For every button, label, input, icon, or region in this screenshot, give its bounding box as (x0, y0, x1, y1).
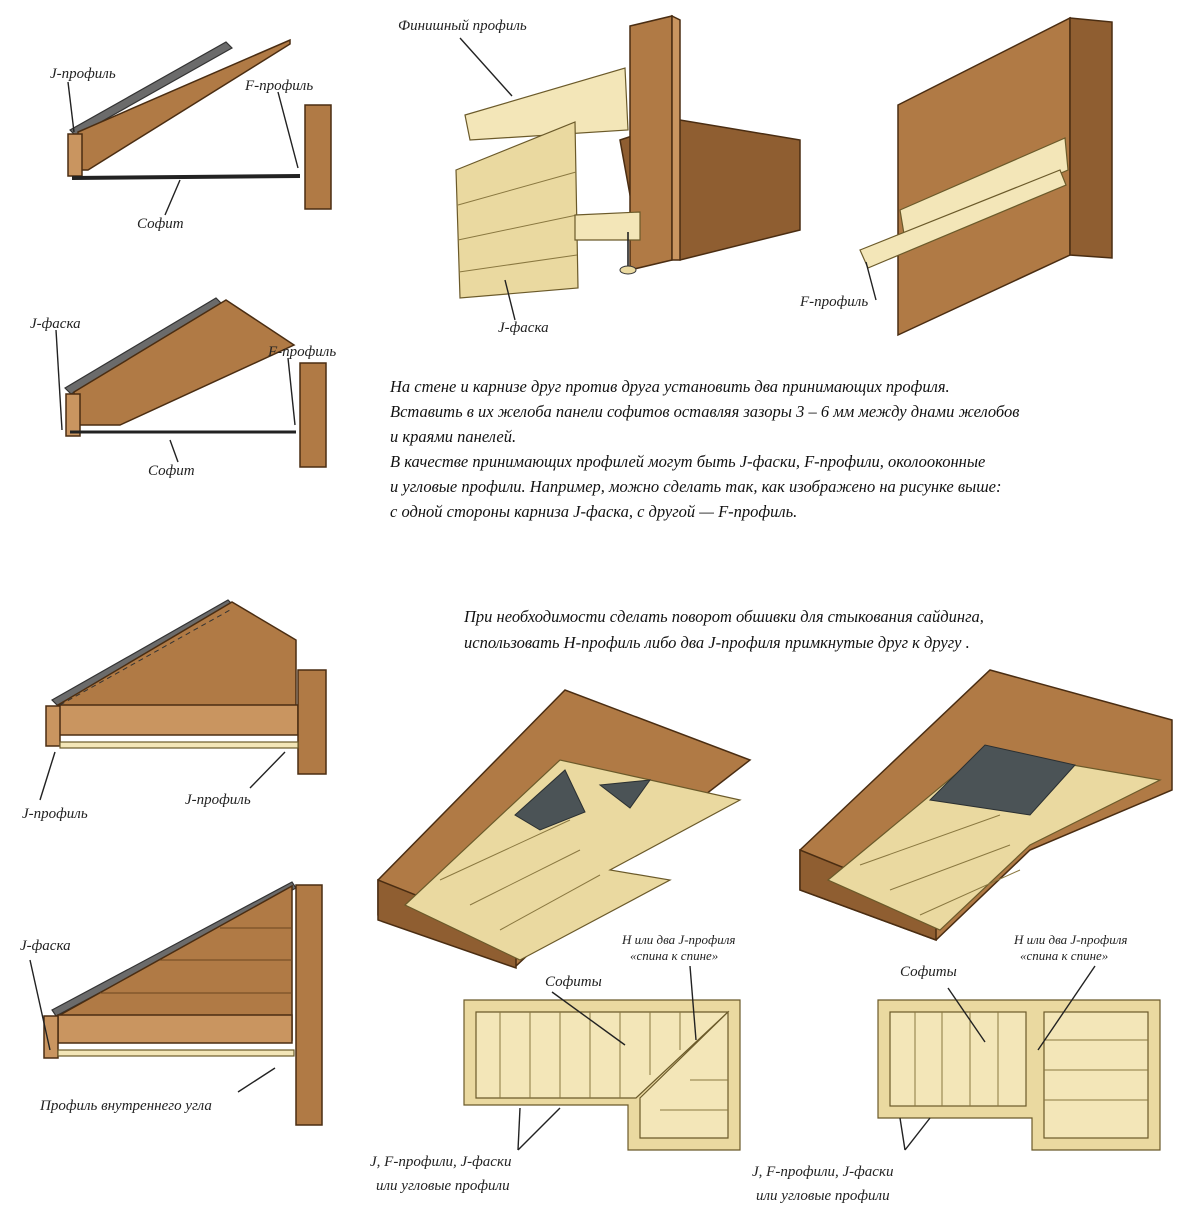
h-profile-label-b2: «спина к спине» (1020, 948, 1108, 963)
inner-corner-label: Профиль внутреннего угла (39, 1098, 212, 1114)
instructions-paragraph-2: При необходимости сделать поворот обшивк… (463, 607, 984, 652)
finish-profile-label: Финишный профиль (398, 18, 527, 34)
j-profile-label-1: J-профиль (50, 66, 116, 82)
diagram-f-profile-wall (859, 16, 1113, 337)
para1-line-5: и угловые профили. Например, можно сдела… (390, 477, 1001, 496)
diagram-finish-profile (455, 14, 801, 321)
jf-label-b2: или угловые профили (756, 1188, 890, 1204)
para1-line-2: Вставить в их желоба панели софитов оста… (390, 402, 1019, 421)
jf-label-a2: или угловые профили (376, 1178, 510, 1194)
jf-label-a1: J, F-профили, J-фаски (370, 1154, 511, 1170)
j-faska-top-label: J-фаска (498, 320, 549, 336)
j-profile-label-3a: J-профиль (22, 806, 88, 822)
sofity-label-a: Софиты (545, 974, 602, 990)
f-profile-label-1: F-профиль (244, 78, 313, 94)
diagram-corner-3d-a (377, 689, 752, 970)
j-faska-label-2: J-фаска (30, 316, 81, 332)
jf-label-b1: J, F-профили, J-фаски (752, 1164, 893, 1180)
f-profile-label-2: F-профиль (267, 344, 336, 360)
para2-line-2: использовать Н-профиль либо два J-профил… (464, 633, 970, 652)
h-profile-label-a1: Н или два J-профиля (621, 932, 735, 947)
instructions-paragraph-1: На стене и карнизе друг против друга уст… (389, 377, 1019, 521)
diagram-eave-inner-corner (29, 881, 323, 1126)
para1-line-4: В качестве принимающих профилей могут бы… (390, 452, 985, 471)
para1-line-6: с одной стороны карниза J-фаска, с друго… (390, 502, 797, 521)
diagram-corner-3d-b (799, 669, 1173, 942)
h-profile-label-a2: «спина к спине» (630, 948, 718, 963)
para1-line-1: На стене и карнизе друг против друга уст… (389, 377, 950, 396)
sofit-label-1: Софит (137, 216, 184, 232)
f-profile-top-label: F-профиль (799, 294, 868, 310)
diagram-eave-j-faska (55, 297, 327, 468)
h-profile-label-b1: Н или два J-профиля (1013, 932, 1127, 947)
j-faska-label-4: J-фаска (20, 938, 71, 954)
sofit-label-2: Софит (148, 463, 195, 479)
para1-line-3: и краями панелей. (390, 427, 516, 446)
plan-a (463, 965, 741, 1151)
j-profile-label-3b: J-профиль (185, 792, 251, 808)
para2-line-1: При необходимости сделать поворот обшивк… (463, 607, 984, 626)
diagram-eave-j-profile (67, 38, 332, 216)
diagram-eave-j-profiles (39, 599, 327, 801)
sofity-label-b: Софиты (900, 964, 957, 980)
plan-b (877, 965, 1161, 1151)
